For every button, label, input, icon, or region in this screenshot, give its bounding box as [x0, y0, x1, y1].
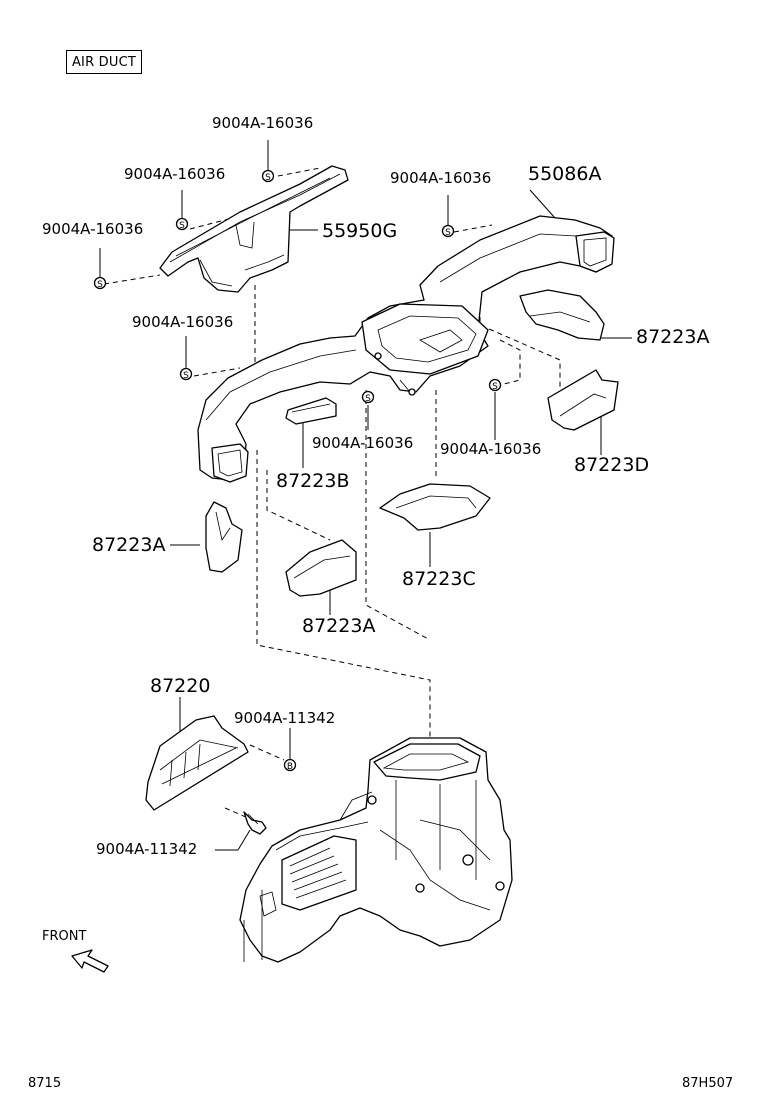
part-label-87223a-left: 87223A	[92, 534, 166, 556]
front-label: FRONT	[42, 929, 87, 944]
hvac-unit	[239, 737, 513, 963]
part-label-55950g: 55950G	[322, 220, 398, 242]
fastener-s-icon: S	[179, 367, 193, 381]
fastener-label-11342-right: 9004A-11342	[234, 709, 336, 727]
part-label-87223b: 87223B	[276, 470, 350, 492]
seal-87223a-center	[285, 539, 357, 597]
bolt-9004a-11342	[243, 811, 267, 835]
fastener-label-top: 9004A-16036	[212, 114, 314, 132]
seal-87223a-left	[205, 501, 243, 573]
fastener-label-lower2: 9004A-16036	[440, 440, 542, 458]
footer-left-code: 8715	[28, 1076, 62, 1091]
footer-right-code: 87H507	[682, 1076, 734, 1091]
duct-55950g	[159, 165, 349, 293]
svg-text:B: B	[287, 762, 293, 772]
fastener-s-icon: S	[175, 217, 189, 231]
fastener-s-icon: S	[93, 276, 107, 290]
fastener-label-right: 9004A-16036	[390, 169, 492, 187]
fastener-label-lower1: 9004A-16036	[312, 434, 414, 452]
leader-lines	[99, 140, 632, 851]
fastener-symbols: S S S S S S S B	[93, 169, 502, 772]
part-label-87223a-right: 87223A	[636, 326, 710, 348]
svg-text:S: S	[445, 228, 451, 238]
svg-text:S: S	[365, 394, 371, 404]
part-label-87223c: 87223C	[402, 568, 476, 590]
section-title: AIR DUCT	[66, 50, 142, 74]
part-label-87223a-center: 87223A	[302, 615, 376, 637]
fastener-s-icon: S	[261, 169, 275, 183]
fastener-s-icon: S	[488, 378, 502, 392]
fastener-label-mid: 9004A-16036	[124, 165, 226, 183]
part-label-87220: 87220	[150, 675, 211, 697]
seal-87223d	[547, 369, 619, 431]
svg-text:S: S	[179, 221, 185, 231]
fastener-label-11342-left: 9004A-11342	[96, 840, 198, 858]
svg-text:S: S	[492, 382, 498, 392]
svg-text:S: S	[183, 371, 189, 381]
fastener-s-icon: S	[361, 390, 375, 404]
fastener-s-icon: S	[441, 224, 455, 238]
front-arrow-icon	[71, 949, 109, 973]
part-label-55086a: 55086A	[528, 163, 602, 185]
fastener-label-center: 9004A-16036	[132, 313, 234, 331]
fastener-b-icon: B	[283, 758, 297, 772]
seal-87223b	[285, 397, 337, 425]
fastener-label-left: 9004A-16036	[42, 220, 144, 238]
seal-87223a-right	[519, 289, 605, 341]
svg-text:S: S	[97, 280, 103, 290]
seal-87223c	[379, 483, 491, 531]
duct-55086a	[197, 215, 615, 483]
part-label-87223d: 87223D	[574, 454, 650, 476]
cover-87220	[145, 715, 249, 811]
svg-text:S: S	[265, 173, 271, 183]
